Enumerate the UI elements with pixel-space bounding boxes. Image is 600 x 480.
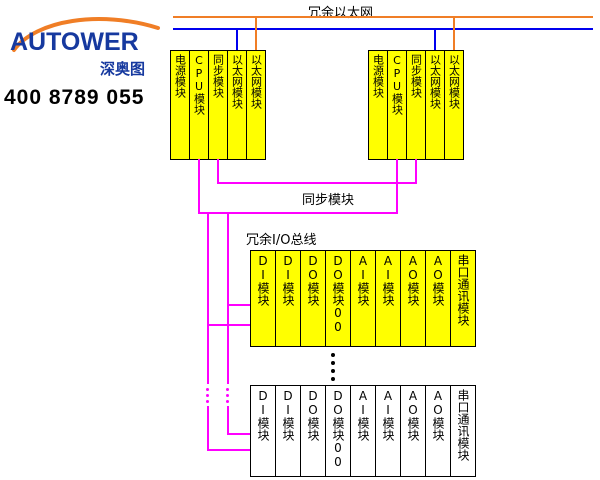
io-feed-rack1-b <box>227 304 251 306</box>
io-feed-rack1-a <box>207 324 251 326</box>
sync-drop-cpu-a <box>198 159 200 214</box>
module-power-b: 电源模块 <box>368 50 388 160</box>
ethernet-bus-blue-line <box>173 28 593 30</box>
io1-module-do-1: DO模块 <box>300 250 326 347</box>
io2-module-ai-2: AI模块 <box>375 385 401 477</box>
eth-drop-orange-b <box>453 16 455 51</box>
module-ethernet2-a: 以太网模块 <box>246 50 266 160</box>
module-ethernet1-b: 以太网模块 <box>425 50 445 160</box>
sync-link-label: 同步模块 <box>302 193 355 208</box>
io1-module-ao-1: AO模块 <box>400 250 426 347</box>
module-ethernet1-a: 以太网模块 <box>227 50 247 160</box>
io-feed-rack2-a <box>207 449 251 451</box>
io1-module-do-2: DO模块00 <box>325 250 351 347</box>
io2-module-ao-2: AO模块 <box>425 385 451 477</box>
io-bus-b-line-lower <box>227 406 229 435</box>
io1-module-ai-2: AI模块 <box>375 250 401 347</box>
eth-drop-orange-a <box>255 16 257 51</box>
phone-number: 400 8789 055 <box>4 86 145 109</box>
sync-link-line-2 <box>198 212 398 214</box>
eth-drop-blue-a <box>236 28 238 51</box>
brand-name: AUTOWER <box>10 28 139 56</box>
module-sync-b: 同步模块 <box>406 50 426 160</box>
io1-module-serial-comm: 串口通讯模块 <box>450 250 476 347</box>
io2-module-ao-1: AO模块 <box>400 385 426 477</box>
brand-logo: AUTOWER 深奥图 <box>8 14 168 80</box>
io1-module-ao-2: AO模块 <box>425 250 451 347</box>
sync-drop-sync-a <box>217 159 219 184</box>
eth-drop-blue-b <box>434 28 436 51</box>
io-bus-a-line-lower <box>207 406 209 451</box>
io1-module-di-2: DI模块 <box>275 250 301 347</box>
ethernet-bus-orange-line <box>173 16 593 18</box>
io-feed-rack2-b <box>227 433 251 435</box>
sync-link-line-1 <box>217 182 417 184</box>
ethernet-bus-label: 冗余以太网 <box>308 6 374 21</box>
sync-drop-cpu-b <box>396 159 398 214</box>
io-bus-b-line-upper <box>227 212 229 384</box>
sync-drop-sync-b <box>415 159 417 184</box>
io2-module-ai-1: AI模块 <box>350 385 376 477</box>
module-ethernet2-b: 以太网模块 <box>444 50 464 160</box>
io-bus-label: 冗余I/O总线 <box>246 233 317 248</box>
module-power-a: 电源模块 <box>170 50 190 160</box>
io2-module-do-2: DO模块00 <box>325 385 351 477</box>
brand-subtitle: 深奥图 <box>100 60 146 78</box>
io2-module-di-2: DI模块 <box>275 385 301 477</box>
module-cpu-b: CPU模块 <box>387 50 407 160</box>
io2-module-di-1: DI模块 <box>250 385 276 477</box>
io-bus-a-line-upper <box>207 212 209 384</box>
io1-module-ai-1: AI模块 <box>350 250 376 347</box>
module-sync-a: 同步模块 <box>208 50 228 160</box>
io2-module-serial-comm: 串口通讯模块 <box>450 385 476 477</box>
logo-swoosh-icon <box>12 17 160 52</box>
module-cpu-a: CPU模块 <box>189 50 209 160</box>
io1-module-di-1: DI模块 <box>250 250 276 347</box>
io2-module-do-1: DO模块 <box>300 385 326 477</box>
